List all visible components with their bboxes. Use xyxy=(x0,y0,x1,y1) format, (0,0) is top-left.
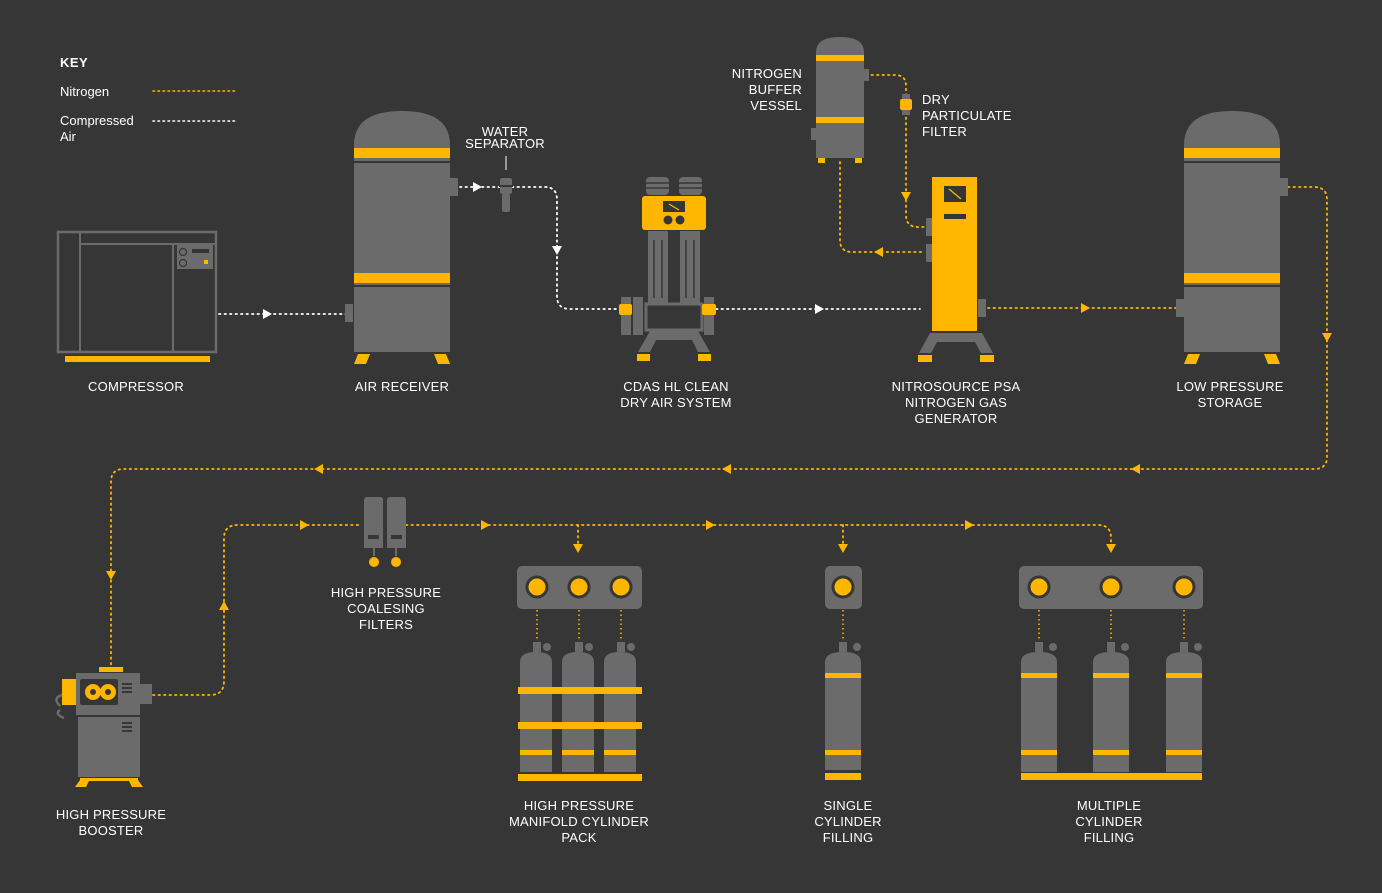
label-line: CDAS HL CLEAN xyxy=(623,379,729,394)
key-label-line: Air xyxy=(60,129,76,144)
cdas-dryer xyxy=(619,177,716,361)
compressed-air-arrows xyxy=(263,182,824,319)
label-line: FILTER xyxy=(922,124,968,139)
label-buffer-vessel: NITROGEN BUFFER VESSEL xyxy=(712,66,802,114)
label-line: SEPARATOR xyxy=(465,136,545,151)
label-line: FILLING xyxy=(822,830,874,845)
air-receiver-tank xyxy=(345,111,458,364)
label-line: STORAGE xyxy=(1197,395,1263,410)
label-line: COMPRESSOR xyxy=(88,379,184,394)
label-low-pressure-storage: LOW PRESSURE STORAGE xyxy=(1160,379,1300,411)
label-line: PACK xyxy=(561,830,597,845)
nitrogen-arrows xyxy=(106,192,1332,610)
label-line: NITROSOURCE PSA xyxy=(891,379,1021,394)
label-line: AIR RECEIVER xyxy=(354,379,450,394)
label-line: HIGH PRESSURE xyxy=(330,585,442,600)
label-line: HIGH PRESSURE xyxy=(55,807,167,822)
label-line: PARTICULATE xyxy=(922,108,1012,123)
label-air-receiver: AIR RECEIVER xyxy=(332,379,472,395)
label-coalescing-filters: HIGH PRESSURE COALESING FILTERS xyxy=(316,585,456,633)
label-line: GENERATOR xyxy=(914,411,998,426)
label-line: WATER xyxy=(481,124,529,139)
label-line: NITROGEN xyxy=(731,66,802,81)
multiple-cylinder-filling xyxy=(1019,566,1203,780)
label-line: NITROGEN GAS xyxy=(904,395,1008,410)
key-title: KEY xyxy=(60,55,89,70)
label-single-filling: SINGLE CYLINDER FILLING xyxy=(788,798,908,846)
label-water-separator: WATER SEPARATOR xyxy=(450,124,560,151)
label-line: FILLING xyxy=(1083,830,1135,845)
label-manifold-pack: HIGH PRESSURE MANIFOLD CYLINDER PACK xyxy=(494,798,664,846)
label-line: COALESING xyxy=(347,601,425,616)
single-cylinder-filling xyxy=(825,566,862,780)
label-line: BOOSTER xyxy=(78,823,144,838)
label-line: MULTIPLE xyxy=(1076,798,1142,813)
key-item-nitrogen: Nitrogen xyxy=(60,84,109,100)
compressor-unit xyxy=(56,230,218,362)
label-line: VESSEL xyxy=(750,98,802,113)
nitrogen-buffer-vessel xyxy=(811,37,869,163)
label-booster: HIGH PRESSURE BOOSTER xyxy=(41,807,181,839)
coalescing-filters xyxy=(364,497,406,567)
label-line: BUFFER xyxy=(748,82,802,97)
label-line: FILTERS xyxy=(359,617,413,632)
label-cdas: CDAS HL CLEAN DRY AIR SYSTEM xyxy=(601,379,751,411)
nitrosource-generator xyxy=(918,177,994,362)
dry-particulate-filter xyxy=(900,94,912,115)
low-pressure-storage-tank xyxy=(1176,111,1288,364)
label-line: LOW PRESSURE xyxy=(1176,379,1284,394)
label-line: DRY xyxy=(922,92,950,107)
manifold-cylinder-pack xyxy=(517,566,642,781)
label-line: CYLINDER xyxy=(1075,814,1143,829)
label-line: CYLINDER xyxy=(814,814,882,829)
label-particulate-filter: DRY PARTICULATE FILTER xyxy=(922,92,1032,140)
high-pressure-booster xyxy=(55,667,152,787)
label-line: MANIFOLD CYLINDER xyxy=(509,814,649,829)
label-line: DRY AIR SYSTEM xyxy=(620,395,732,410)
water-separator xyxy=(499,156,513,212)
label-multiple-filling: MULTIPLE CYLINDER FILLING xyxy=(1049,798,1169,846)
key-label-line: Nitrogen xyxy=(60,84,110,99)
label-line: SINGLE xyxy=(823,798,873,813)
label-line: HIGH PRESSURE xyxy=(523,798,635,813)
label-compressor: COMPRESSOR xyxy=(60,379,212,395)
label-generator: NITROSOURCE PSA NITROGEN GAS GENERATOR xyxy=(876,379,1036,427)
key-item-compressed-air: Compressed Air xyxy=(60,113,134,145)
key-label-line: Compressed xyxy=(60,113,134,128)
compressed-air-lines xyxy=(218,186,921,315)
